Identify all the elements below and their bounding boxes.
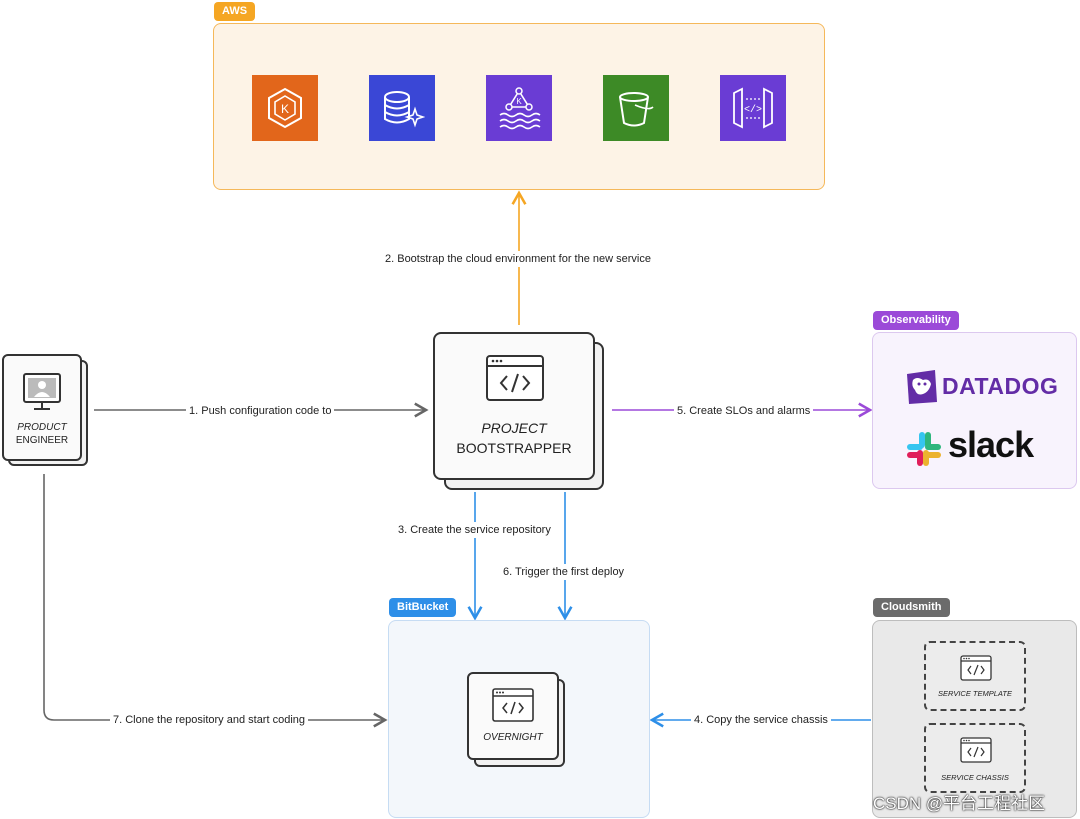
engineer-label-line1: PRODUCT xyxy=(17,422,67,433)
edge-6-label: 6. Trigger the first deploy xyxy=(500,564,628,580)
slack-logo-icon xyxy=(907,432,941,466)
eks-icon: K xyxy=(252,75,318,141)
edge-7-line xyxy=(43,474,388,728)
engineer-card: PRODUCT ENGINEER xyxy=(2,354,82,461)
overnight-card: OVERNIGHT xyxy=(467,672,559,760)
watermark: CSDN @平台工程社区 xyxy=(873,794,1046,813)
monitor-user-icon xyxy=(23,373,61,410)
chassis-code-icon xyxy=(960,737,992,763)
edge-2-label: 2. Bootstrap the cloud environment for t… xyxy=(382,251,654,267)
database-icon xyxy=(369,75,435,141)
template-code-icon xyxy=(960,655,992,681)
engineer-label-line2: ENGINEER xyxy=(15,435,69,446)
observability-group xyxy=(872,332,1077,489)
edge-1-label: 1. Push configuration code to xyxy=(186,403,335,419)
observability-tag: Observability xyxy=(873,311,959,330)
edge-4-label: 4. Copy the service chassis xyxy=(691,712,831,728)
s3-bucket-icon xyxy=(603,75,669,141)
datadog-wordmark: DATADOG xyxy=(942,373,1059,399)
edge-5-label: 5. Create SLOs and alarms xyxy=(674,403,814,419)
service-template-box: SERVICE TEMPLATE xyxy=(924,641,1026,711)
datadog-dog-icon xyxy=(907,370,937,404)
overnight-label: OVERNIGHT xyxy=(483,732,543,743)
bootstrapper-label-line2: BOOTSTRAPPER xyxy=(456,440,572,456)
service-chassis-box: SERVICE CHASSIS xyxy=(924,723,1026,793)
edge-3-label: 3. Create the service repository xyxy=(395,522,554,538)
bootstrapper-label-line1: PROJECT xyxy=(481,420,547,436)
msk-kafka-icon: K xyxy=(486,75,552,141)
edge-7-label: 7. Clone the repository and start coding xyxy=(110,712,309,728)
code-window-icon xyxy=(486,355,544,401)
msk-glyph: K xyxy=(516,97,522,106)
service-chassis-label: SERVICE CHASSIS xyxy=(941,773,1009,782)
api-gateway-icon: </> xyxy=(720,75,786,141)
bootstrapper-card: PROJECT BOOTSTRAPPER xyxy=(433,332,595,480)
aws-tag: AWS xyxy=(214,2,256,21)
bitbucket-tag: BitBucket xyxy=(389,598,457,617)
service-template-label: SERVICE TEMPLATE xyxy=(938,689,1012,698)
api-glyph: </> xyxy=(744,104,762,116)
slack-wordmark: slack xyxy=(948,424,1034,465)
cloudsmith-tag: Cloudsmith xyxy=(873,598,950,617)
overnight-code-icon xyxy=(492,688,534,722)
eks-glyph: K xyxy=(281,102,289,116)
